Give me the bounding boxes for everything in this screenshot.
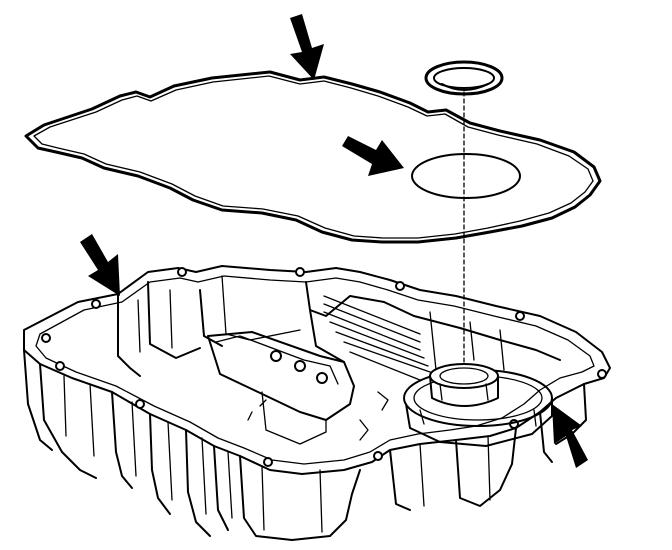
- callout-arrow-gasket-opening: [342, 136, 404, 176]
- filter-opening: [411, 153, 521, 199]
- callout-arrow-gasket-top: [290, 14, 324, 80]
- oil-pan-gasket: [24, 70, 602, 244]
- callout-arrow-filter-seal: [552, 404, 588, 468]
- filter-seal-ring: [424, 60, 504, 96]
- callout-arrow-pan-flange: [80, 234, 120, 296]
- oil-pan: [23, 265, 611, 541]
- flange-bolt-holes: [41, 267, 607, 467]
- filter-neck: [429, 363, 499, 407]
